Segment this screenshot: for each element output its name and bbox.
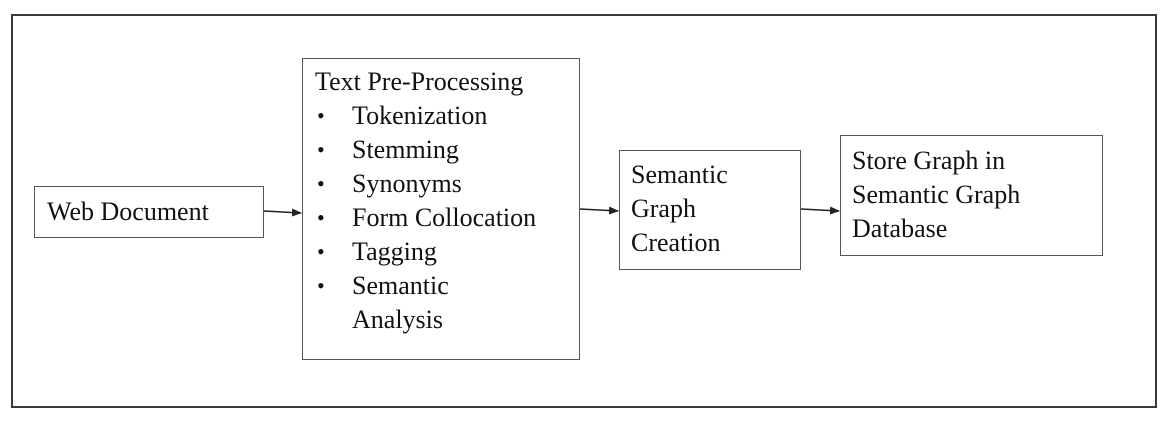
bullet-icon: •: [317, 103, 325, 128]
list-item: • Tagging: [315, 235, 579, 269]
semantic-graph-line-2: Graph: [631, 194, 696, 223]
text-preprocessing-box: Text Pre-Processing • Tokenization • Stemm…: [302, 58, 580, 360]
step-synonyms: Synonyms: [352, 169, 462, 198]
bullet-icon: •: [317, 137, 325, 162]
bullet-icon: •: [317, 273, 325, 298]
semantic-graph-line-1: Semantic: [631, 160, 728, 189]
store-graph-box: Store Graph in Semantic Graph Database: [840, 135, 1103, 256]
semantic-graph-creation-box: Semantic Graph Creation: [619, 150, 801, 270]
web-document-label: Web Document: [47, 197, 209, 226]
step-form-collocation: Form Collocation: [352, 203, 537, 232]
bullet-icon: •: [317, 171, 325, 196]
preprocessing-steps-list: • Tokenization • Stemming • Synonyms • Form …: [315, 99, 579, 337]
store-graph-line-1: Store Graph in: [852, 146, 1006, 175]
step-stemming: Stemming: [352, 135, 459, 164]
list-item: • Stemming: [315, 133, 579, 167]
semantic-graph-line-3: Creation: [631, 228, 721, 257]
arrow-semantic-graph-to-store: [800, 206, 840, 215]
arrow-web-to-preprocessing: [263, 208, 302, 217]
store-graph-line-3: Database: [852, 214, 948, 243]
diagram-frame: [11, 14, 1157, 408]
store-graph-line-2: Semantic Graph: [852, 180, 1021, 209]
web-document-box: Web Document: [34, 186, 264, 238]
list-item: • Form Collocation: [315, 201, 579, 235]
bullet-icon: •: [317, 205, 325, 230]
text-preprocessing-title: Text Pre-Processing: [315, 67, 524, 96]
list-item: • Tokenization: [315, 99, 579, 133]
arrow-preprocessing-to-semantic-graph: [579, 206, 619, 215]
list-item: • Semantic Analysis: [315, 269, 502, 337]
step-tagging: Tagging: [352, 237, 437, 266]
bullet-icon: •: [317, 239, 325, 264]
step-tokenization: Tokenization: [352, 101, 488, 130]
list-item: • Synonyms: [315, 167, 579, 201]
step-semantic-analysis: Semantic Analysis: [352, 271, 449, 334]
